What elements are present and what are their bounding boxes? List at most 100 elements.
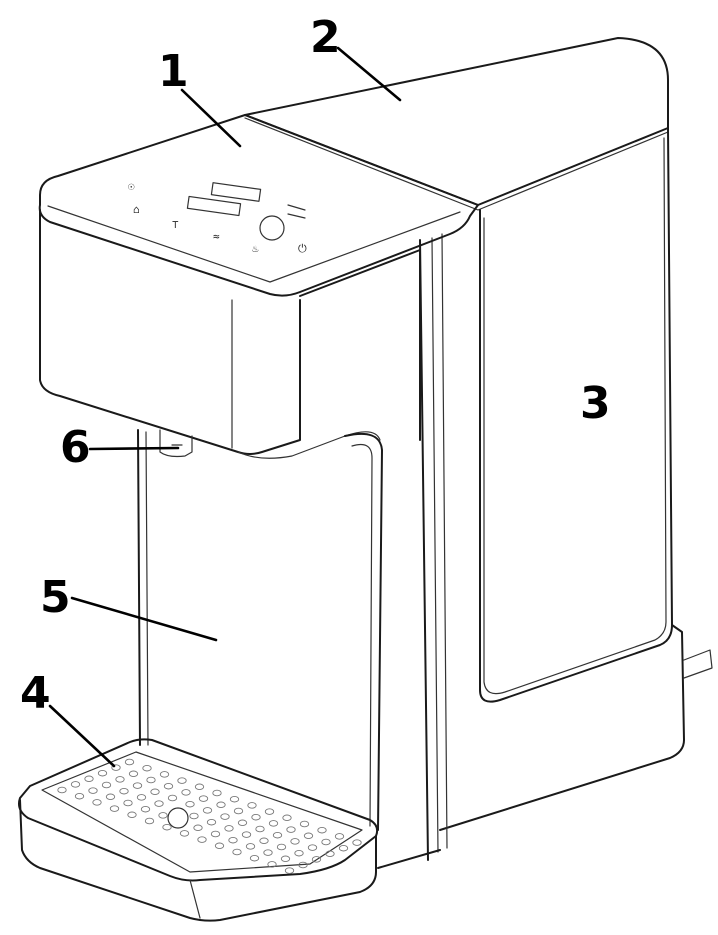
grille-hole: [105, 793, 116, 801]
grille-hole: [97, 769, 108, 777]
panel-icon-child-lock: ⌂: [133, 203, 140, 216]
leader-6: [88, 446, 180, 451]
grille-hole: [193, 824, 203, 832]
grille-hole: [111, 764, 121, 771]
tank-window: [483, 137, 667, 695]
grille-hole: [194, 783, 205, 791]
grille-hole: [264, 808, 275, 815]
grille-hole: [214, 842, 225, 850]
body-divider-2: [441, 233, 448, 849]
cup-area-frame: [344, 432, 383, 831]
cup-area-back-left-2: [145, 431, 149, 746]
grille-hole: [162, 823, 172, 831]
grille-hole: [210, 830, 221, 838]
drip-tray-drain: [167, 807, 189, 829]
head-front-face: [39, 209, 301, 455]
grille-hole: [224, 825, 234, 832]
grille-hole: [123, 799, 133, 807]
grille-hole: [198, 795, 209, 802]
control-panel-icons: ☉ ⌂ ⊤ ≈ ♨ ⏻: [128, 180, 307, 255]
panel-icon-power: ⏻: [298, 242, 307, 255]
callout-2: 2: [310, 12, 341, 63]
grille-hole: [282, 814, 292, 822]
grille-hole: [74, 792, 85, 800]
volume-display: [186, 195, 242, 217]
cup-area-back-left: [137, 429, 141, 746]
head-side-face: [299, 249, 421, 441]
cup-area: [137, 429, 383, 831]
callout-3: 3: [580, 378, 611, 429]
drip-tray-inner: [41, 751, 363, 873]
grille-hole: [294, 849, 304, 857]
grille-hole: [181, 789, 191, 796]
leader-2: [336, 46, 402, 102]
leader-5: [70, 596, 218, 642]
grille-hole: [127, 811, 137, 819]
grille-hole: [144, 817, 155, 825]
control-panel-inner: [47, 205, 461, 283]
grille-hole: [321, 838, 331, 846]
panel-icon-temperature: ⊤: [172, 218, 179, 231]
grille-hole: [303, 832, 314, 840]
grille-hole: [115, 776, 125, 783]
grille-hole: [352, 839, 362, 846]
leader-lines: [48, 46, 402, 768]
panel-icon-top-left: ☉: [128, 180, 135, 193]
callout-5: 5: [40, 572, 71, 623]
grille-hole: [255, 825, 265, 833]
callout-6: 6: [60, 422, 91, 473]
grille-hole: [325, 850, 335, 858]
grille-hole: [249, 854, 260, 862]
grille-hole: [146, 776, 156, 784]
grille-hole: [245, 843, 256, 850]
grille-hole: [286, 826, 296, 833]
grille-hole: [84, 775, 94, 783]
grille-hole: [167, 794, 178, 802]
grille-hole: [185, 800, 195, 808]
grille-hole: [128, 770, 139, 778]
drip-tray-outer: [18, 738, 379, 882]
drip-tray-grille: [57, 758, 362, 874]
callout-1: 1: [158, 46, 189, 97]
grille-hole: [119, 787, 129, 795]
tank-base-band: [439, 624, 685, 831]
rear-pipe: [683, 649, 713, 679]
grille-hole: [220, 813, 230, 820]
tank-side: [479, 127, 673, 703]
grille-hole: [272, 831, 283, 839]
grille-hole: [338, 844, 349, 852]
control-panel-top: [38, 114, 479, 297]
tank-lid: [244, 37, 669, 206]
grille-hole: [88, 787, 98, 794]
grille-hole: [284, 867, 295, 874]
grille-hole: [298, 861, 308, 869]
grille-hole: [268, 820, 279, 827]
grille-hole: [212, 789, 222, 797]
panel-icon-hot: ♨: [252, 242, 259, 255]
grille-hole: [232, 848, 242, 856]
grille-hole: [57, 786, 67, 794]
grille-hole: [206, 818, 217, 826]
outlet-nozzle: [159, 429, 193, 458]
grille-hole: [136, 794, 147, 801]
grille-hole: [101, 781, 112, 789]
grille-hole: [179, 830, 190, 837]
grille-hole: [158, 812, 168, 819]
grille-hole: [159, 771, 170, 778]
grille-hole: [276, 843, 287, 851]
grille-hole: [307, 844, 318, 851]
callout-4: 4: [20, 668, 51, 719]
grille-hole: [142, 764, 152, 772]
grille-hole: [317, 826, 327, 834]
dispense-button: [259, 215, 285, 241]
body-front-left-edge: [419, 239, 429, 861]
drip-tray-front: [19, 799, 377, 922]
grille-hole: [154, 800, 164, 807]
nozzle-shape: [159, 429, 193, 458]
drip-tray-front-line: [189, 879, 201, 919]
leader-1: [180, 88, 242, 148]
grille-hole: [233, 807, 244, 815]
grille-hole: [228, 836, 238, 844]
